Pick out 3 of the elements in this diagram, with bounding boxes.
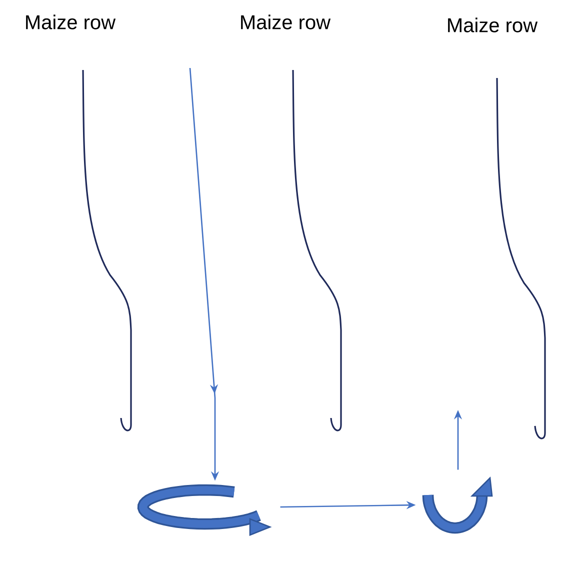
row-label: Maize row [26,14,116,30]
row-label: Maize row [448,18,538,32]
row-label: Maize row [241,14,331,30]
